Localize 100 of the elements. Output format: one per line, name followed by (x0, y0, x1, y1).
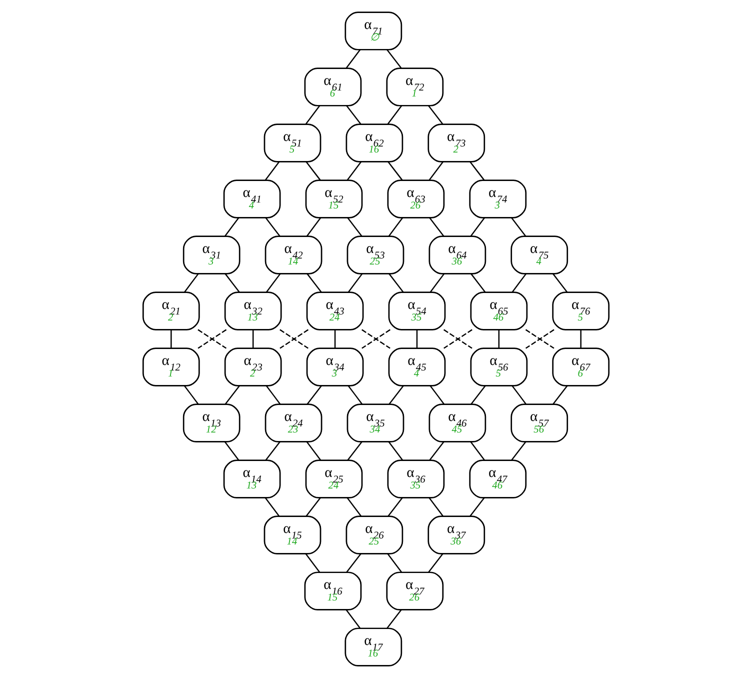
connector (306, 441, 321, 460)
connector (470, 385, 486, 404)
connector (264, 497, 280, 516)
node-box: α$_{31}$ 3 (182, 236, 240, 274)
connector (346, 105, 361, 124)
connector (304, 105, 320, 124)
node-box: α$_{47}$ 46 (468, 460, 526, 498)
connector (224, 217, 239, 236)
connector (224, 273, 240, 292)
connector (386, 609, 402, 628)
node-box: α$_{75}$ 4 (510, 236, 568, 274)
node-box: α$_{45}$ 4 (388, 348, 446, 386)
connector (197, 329, 226, 349)
node-box: α$_{27}$ 26 (386, 572, 444, 610)
connector (552, 385, 568, 404)
connector (470, 441, 484, 460)
connector (266, 273, 280, 292)
node-box: α$_{74}$ 3 (468, 180, 526, 218)
connector (552, 273, 568, 292)
node-box: α$_{13}$ 12 (182, 404, 240, 442)
connector (387, 161, 402, 180)
node-box: α$_{65}$ 46 (470, 292, 528, 330)
connector (334, 330, 336, 348)
connector (345, 49, 360, 68)
node-box: α$_{25}$ 24 (304, 460, 362, 498)
connector (305, 497, 320, 516)
node-box: α$_{21}$ 2 (142, 292, 200, 330)
node-box: α$_{61}$ 6 (304, 68, 362, 106)
connector (511, 385, 526, 404)
node-box: α$_{12}$ 1 (142, 348, 200, 386)
connector (170, 330, 172, 348)
node-box: α$_{26}$ 25 (345, 516, 403, 554)
node-box: α$_{32}$ 13 (224, 292, 282, 330)
node-box: α$_{41}$ 4 (222, 180, 280, 218)
node-box: α$_{73}$ 2 (427, 124, 485, 162)
connector (469, 497, 484, 516)
node-box: α$_{52}$ 15 (304, 180, 362, 218)
connector (264, 161, 280, 180)
node-box: α$_{54}$ 35 (388, 292, 446, 330)
node-box: α$_{35}$ 34 (346, 404, 404, 442)
connector (388, 385, 404, 404)
connector (346, 161, 362, 180)
connector (511, 273, 526, 292)
connector (428, 441, 444, 460)
connector (346, 497, 362, 516)
connector (388, 441, 403, 460)
connector (306, 273, 322, 292)
connector (428, 161, 444, 180)
connector (580, 330, 581, 348)
connector (428, 553, 443, 572)
node-box: α$_{16}$ 15 (304, 572, 362, 610)
connector (510, 441, 526, 460)
node-box: α$_{72}$ 1 (386, 68, 444, 106)
node-box: α$_{76}$ 5 (552, 292, 610, 330)
connector (265, 385, 280, 404)
connector (347, 273, 362, 292)
node-box: α$_{63}$ 26 (386, 180, 444, 218)
connector (468, 161, 484, 180)
connector (388, 217, 403, 236)
connector (386, 105, 402, 124)
node-box: α$_{64}$ 36 (428, 236, 486, 274)
node-box: α$_{34}$ 3 (306, 348, 364, 386)
connector (346, 217, 362, 236)
node-box: α$_{14}$ 13 (222, 460, 280, 498)
connector (524, 329, 554, 349)
node-box: α$_{46}$ 45 (428, 404, 486, 442)
connector (387, 497, 402, 516)
connector (510, 217, 526, 236)
node-box: α$_{15}$ 14 (263, 516, 321, 554)
node-box: α$_{53}$ 25 (346, 236, 404, 274)
node-box: α$_{57}$ 56 (510, 404, 568, 442)
connector (429, 385, 444, 404)
node-box: α$_{67}$ 6 (552, 348, 610, 386)
connector (347, 385, 362, 404)
connector (183, 385, 198, 404)
connector (224, 385, 240, 404)
connector (306, 217, 321, 236)
connector (304, 553, 320, 572)
node-box: α$_{43}$ 24 (306, 292, 364, 330)
connector (428, 497, 443, 516)
connector (498, 330, 500, 348)
node-box: α$_{17}$ 16 (344, 628, 402, 666)
connector (386, 49, 402, 68)
node-box: α$_{62}$ 16 (345, 124, 403, 162)
connector (470, 217, 485, 236)
connector (346, 441, 362, 460)
connector (416, 330, 418, 348)
connector (345, 609, 360, 628)
connector (306, 385, 322, 404)
connector (429, 273, 444, 292)
node-box: α$_{42}$ 14 (264, 236, 322, 274)
connector (386, 553, 402, 572)
connector (388, 273, 404, 292)
connector (361, 329, 390, 349)
node-box: α$_{23}$ 2 (224, 348, 282, 386)
connector (470, 273, 486, 292)
connector (305, 161, 320, 180)
node-box: α$_{71}$ ∅ (344, 12, 402, 50)
connector (264, 217, 280, 236)
connector (264, 441, 280, 460)
